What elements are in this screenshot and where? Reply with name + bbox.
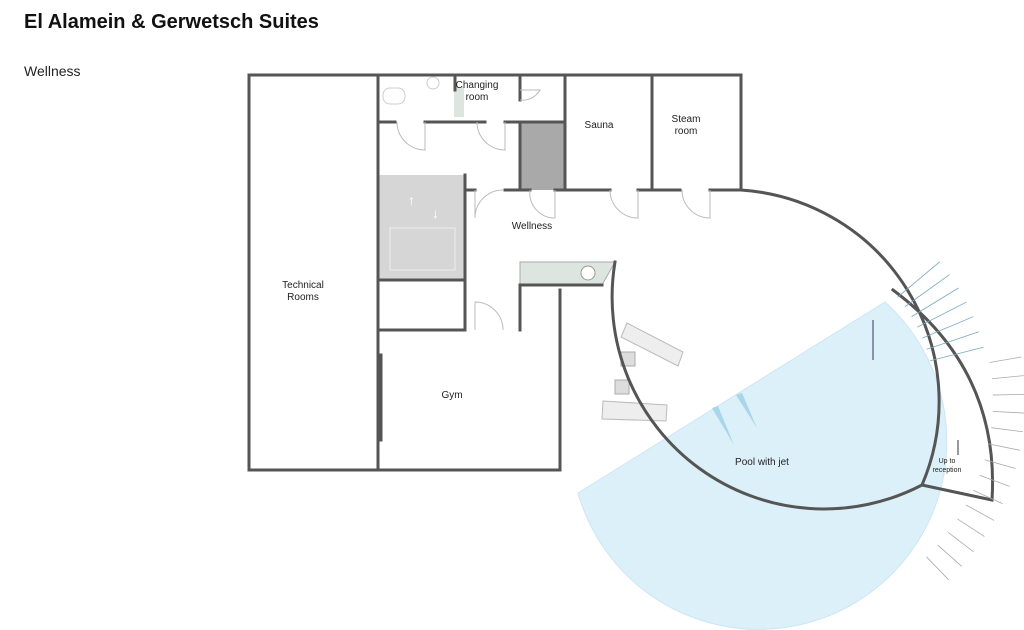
sink-icon — [580, 265, 596, 281]
stair-tread — [991, 427, 1024, 433]
loungers — [601, 322, 684, 422]
toilet-icon — [382, 87, 406, 105]
staircase — [897, 261, 1024, 581]
mosaic-floor — [520, 122, 565, 190]
shower-up-icon: ↑ — [408, 192, 415, 208]
label-sauna: Sauna — [585, 120, 614, 131]
label-pool: Pool with jet — [735, 457, 789, 468]
pool-jets — [712, 393, 757, 445]
stair-tread — [911, 287, 959, 317]
stair-tread — [947, 532, 974, 553]
stair-tread — [992, 411, 1024, 414]
stair-tread — [957, 518, 985, 537]
counter — [519, 261, 616, 286]
stair-tread — [989, 356, 1022, 363]
page-title: El Alamein & Gerwetsch Suites — [24, 11, 319, 33]
stair-tread — [897, 261, 940, 298]
label-gym: Gym — [441, 390, 462, 401]
shower-down-icon: ↓ — [432, 205, 439, 221]
stair-tread — [922, 316, 974, 339]
basin-icon — [426, 76, 440, 90]
label-changing-room-2: room — [466, 92, 489, 103]
page-subtitle: Wellness — [24, 63, 81, 79]
stair-tread — [992, 393, 1024, 396]
stair-tread — [984, 459, 1016, 469]
stair-tread — [917, 301, 967, 328]
stair-tread — [973, 490, 1003, 505]
label-stairs-1: Up to — [939, 458, 956, 465]
stair-tread — [926, 331, 980, 350]
label-wellness: Wellness — [512, 221, 552, 232]
stair-tread — [904, 274, 950, 307]
label-steam-room-2: room — [675, 126, 698, 137]
stair-tread — [937, 544, 962, 567]
stair-tread — [965, 504, 995, 521]
stair-tread — [979, 474, 1010, 487]
stair-tread — [991, 375, 1024, 380]
stair-tread — [930, 346, 984, 362]
label-steam-room-1: Steam — [672, 114, 701, 125]
label-technical-rooms-2: Rooms — [287, 292, 319, 303]
label-stairs-2: reception — [933, 467, 962, 474]
label-technical-rooms-1: Technical — [282, 280, 324, 291]
walls — [247, 73, 995, 511]
label-changing-room-1: Changing — [456, 80, 499, 91]
stair-tread — [988, 443, 1020, 451]
stair-tread — [926, 556, 949, 581]
doors — [396, 89, 711, 331]
